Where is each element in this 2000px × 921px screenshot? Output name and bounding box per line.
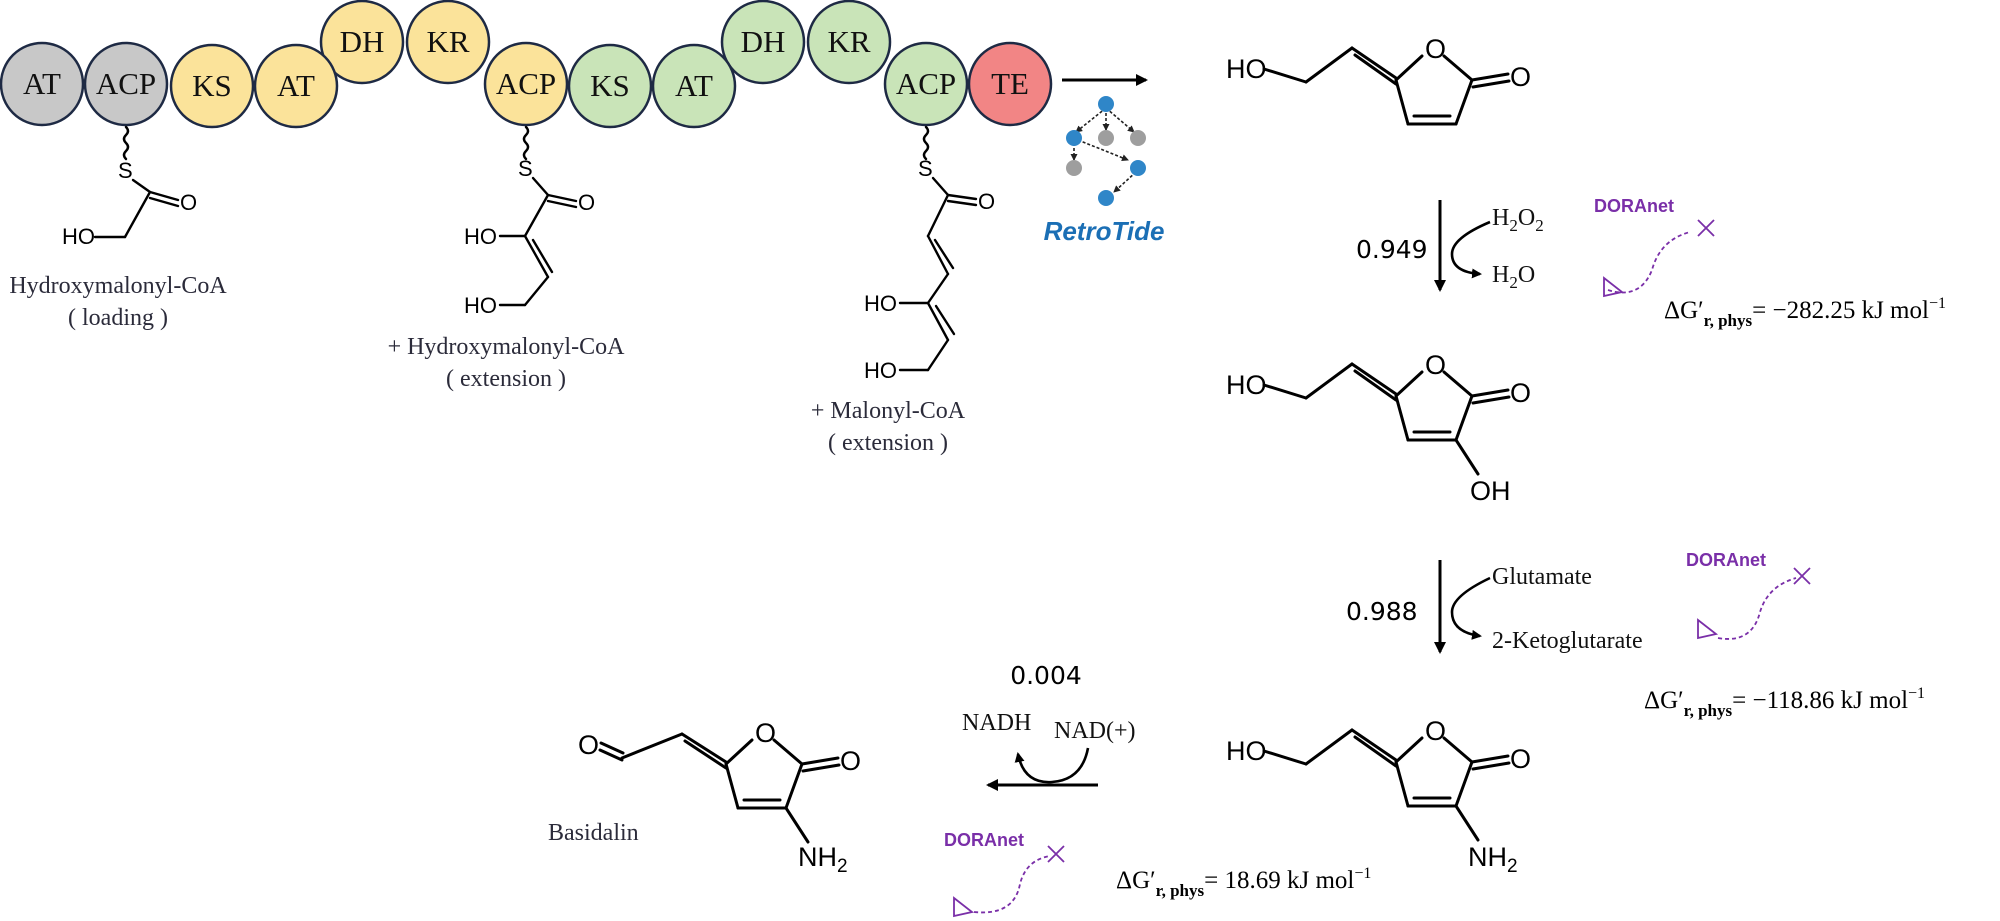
retrotide-network-icon	[1066, 96, 1146, 206]
extension2-caption-name: + Malonyl-CoA	[811, 398, 966, 424]
svg-text:KR: KR	[426, 24, 469, 59]
domain-at-module1: AT	[253, 43, 339, 129]
domain-acp-module2: ACP	[883, 41, 969, 127]
svg-text:O: O	[578, 730, 599, 760]
extension1-caption-role: ( extension )	[446, 366, 566, 392]
domain-dh-module2: DH	[720, 0, 806, 85]
svg-text:DORAnet: DORAnet	[1686, 550, 1766, 570]
svg-text:O: O	[1425, 34, 1446, 64]
svg-text:HO: HO	[864, 358, 897, 383]
step3-delta-g: ΔG′r, phys= 18.69 kJ mol−1	[1116, 865, 1371, 900]
domain-kr-module2: KR	[806, 0, 892, 85]
molecule-pks-product: HO O O	[1226, 34, 1531, 126]
step1-reaction	[1434, 200, 1491, 292]
doranet-badge-step3: DORAnet	[944, 830, 1065, 918]
step1-delta-g: ΔG′r, phys= −282.25 kJ mol−1	[1664, 295, 1946, 330]
loading-caption-role: ( loading )	[68, 305, 168, 331]
doranet-badge-step2: DORAnet	[1686, 550, 1811, 640]
extension2-intermediate: S O HO HO	[864, 125, 995, 383]
svg-text:ACP: ACP	[896, 66, 956, 101]
svg-text:HO: HO	[1226, 370, 1267, 400]
svg-text:O: O	[180, 190, 197, 215]
svg-text:O: O	[1425, 350, 1446, 380]
domain-at-module2: AT	[651, 43, 737, 129]
svg-text:O: O	[1510, 62, 1531, 92]
extension1-intermediate: S O HO HO	[464, 125, 595, 318]
svg-text:TE: TE	[991, 66, 1029, 101]
svg-text:KR: KR	[827, 24, 870, 59]
step1-score: 0.949	[1356, 235, 1428, 264]
svg-text:ACP: ACP	[96, 66, 156, 101]
svg-text:O: O	[1425, 716, 1446, 746]
svg-text:HO: HO	[864, 291, 897, 316]
extension2-caption-role: ( extension )	[828, 430, 948, 456]
svg-text:ACP: ACP	[496, 66, 556, 101]
svg-text:KS: KS	[192, 68, 232, 103]
svg-text:HO: HO	[1226, 54, 1267, 84]
product-name: Basidalin	[548, 820, 639, 846]
pks-module: DH KR DH KR AT ACP KS AT	[0, 0, 1053, 129]
extension1-caption-name: + Hydroxymalonyl-CoA	[388, 334, 626, 360]
svg-text:O: O	[578, 190, 595, 215]
svg-text:HO: HO	[464, 293, 497, 318]
svg-text:S: S	[118, 158, 133, 183]
svg-text:AT: AT	[675, 68, 713, 103]
svg-text:DH: DH	[741, 24, 786, 59]
step2-reagent-in: Glutamate	[1492, 564, 1592, 590]
svg-text:O: O	[840, 746, 861, 776]
domain-at-loading: AT	[0, 41, 85, 127]
molecule-hydroxy-intermediate: HO O O OH	[1226, 350, 1531, 506]
doranet-badge-step1: DORAnet	[1594, 196, 1715, 298]
step1-reagent-in: H2O2	[1492, 205, 1544, 235]
svg-text:S: S	[918, 156, 933, 181]
svg-text:O: O	[1510, 744, 1531, 774]
step3-reagent-in: NAD(+)	[1054, 718, 1136, 744]
svg-text:O: O	[755, 718, 776, 748]
step2-score: 0.988	[1346, 597, 1418, 626]
svg-text:O: O	[978, 189, 995, 214]
domain-ks-module2: KS	[567, 43, 653, 129]
svg-text:DH: DH	[340, 24, 385, 59]
svg-text:H2O2: H2O2	[1492, 205, 1544, 235]
step1-reagent-out: H2O	[1492, 262, 1535, 292]
svg-text:DORAnet: DORAnet	[944, 830, 1024, 850]
molecule-amino-intermediate: HO O O NH2	[1226, 716, 1531, 877]
step3-score: 0.004	[1010, 661, 1082, 690]
domain-acp-loading: ACP	[83, 41, 169, 127]
domain-acp-module1: ACP	[483, 41, 569, 127]
svg-text:NH2: NH2	[1468, 842, 1518, 877]
loading-intermediate: S O HO	[62, 125, 197, 249]
step2-delta-g: ΔG′r, phys= −118.86 kJ mol−1	[1644, 685, 1925, 720]
svg-text:KS: KS	[590, 68, 630, 103]
svg-text:H2O: H2O	[1492, 262, 1535, 292]
retrotide-label: RetroTide	[1044, 216, 1165, 246]
step3-reaction	[986, 747, 1098, 791]
step2-reaction	[1434, 560, 1491, 654]
step3-reagent-out: NADH	[962, 710, 1031, 736]
step2-reagent-out: 2-Ketoglutarate	[1492, 628, 1643, 654]
svg-text:S: S	[518, 156, 533, 181]
domain-te: TE	[967, 41, 1053, 127]
domain-ks-module1: KS	[169, 43, 255, 129]
svg-text:OH: OH	[1470, 476, 1511, 506]
svg-text:HO: HO	[464, 224, 497, 249]
svg-text:O: O	[1510, 378, 1531, 408]
molecule-basidalin: O O O NH2	[578, 718, 861, 877]
svg-text:NH2: NH2	[798, 842, 848, 877]
domain-kr-module1: KR	[405, 0, 491, 85]
domain-dh-module1: DH	[319, 0, 405, 85]
loading-caption-name: Hydroxymalonyl-CoA	[9, 273, 227, 299]
svg-text:AT: AT	[277, 68, 315, 103]
svg-text:DORAnet: DORAnet	[1594, 196, 1674, 216]
svg-text:HO: HO	[62, 224, 95, 249]
svg-text:HO: HO	[1226, 736, 1267, 766]
svg-text:AT: AT	[23, 66, 61, 101]
